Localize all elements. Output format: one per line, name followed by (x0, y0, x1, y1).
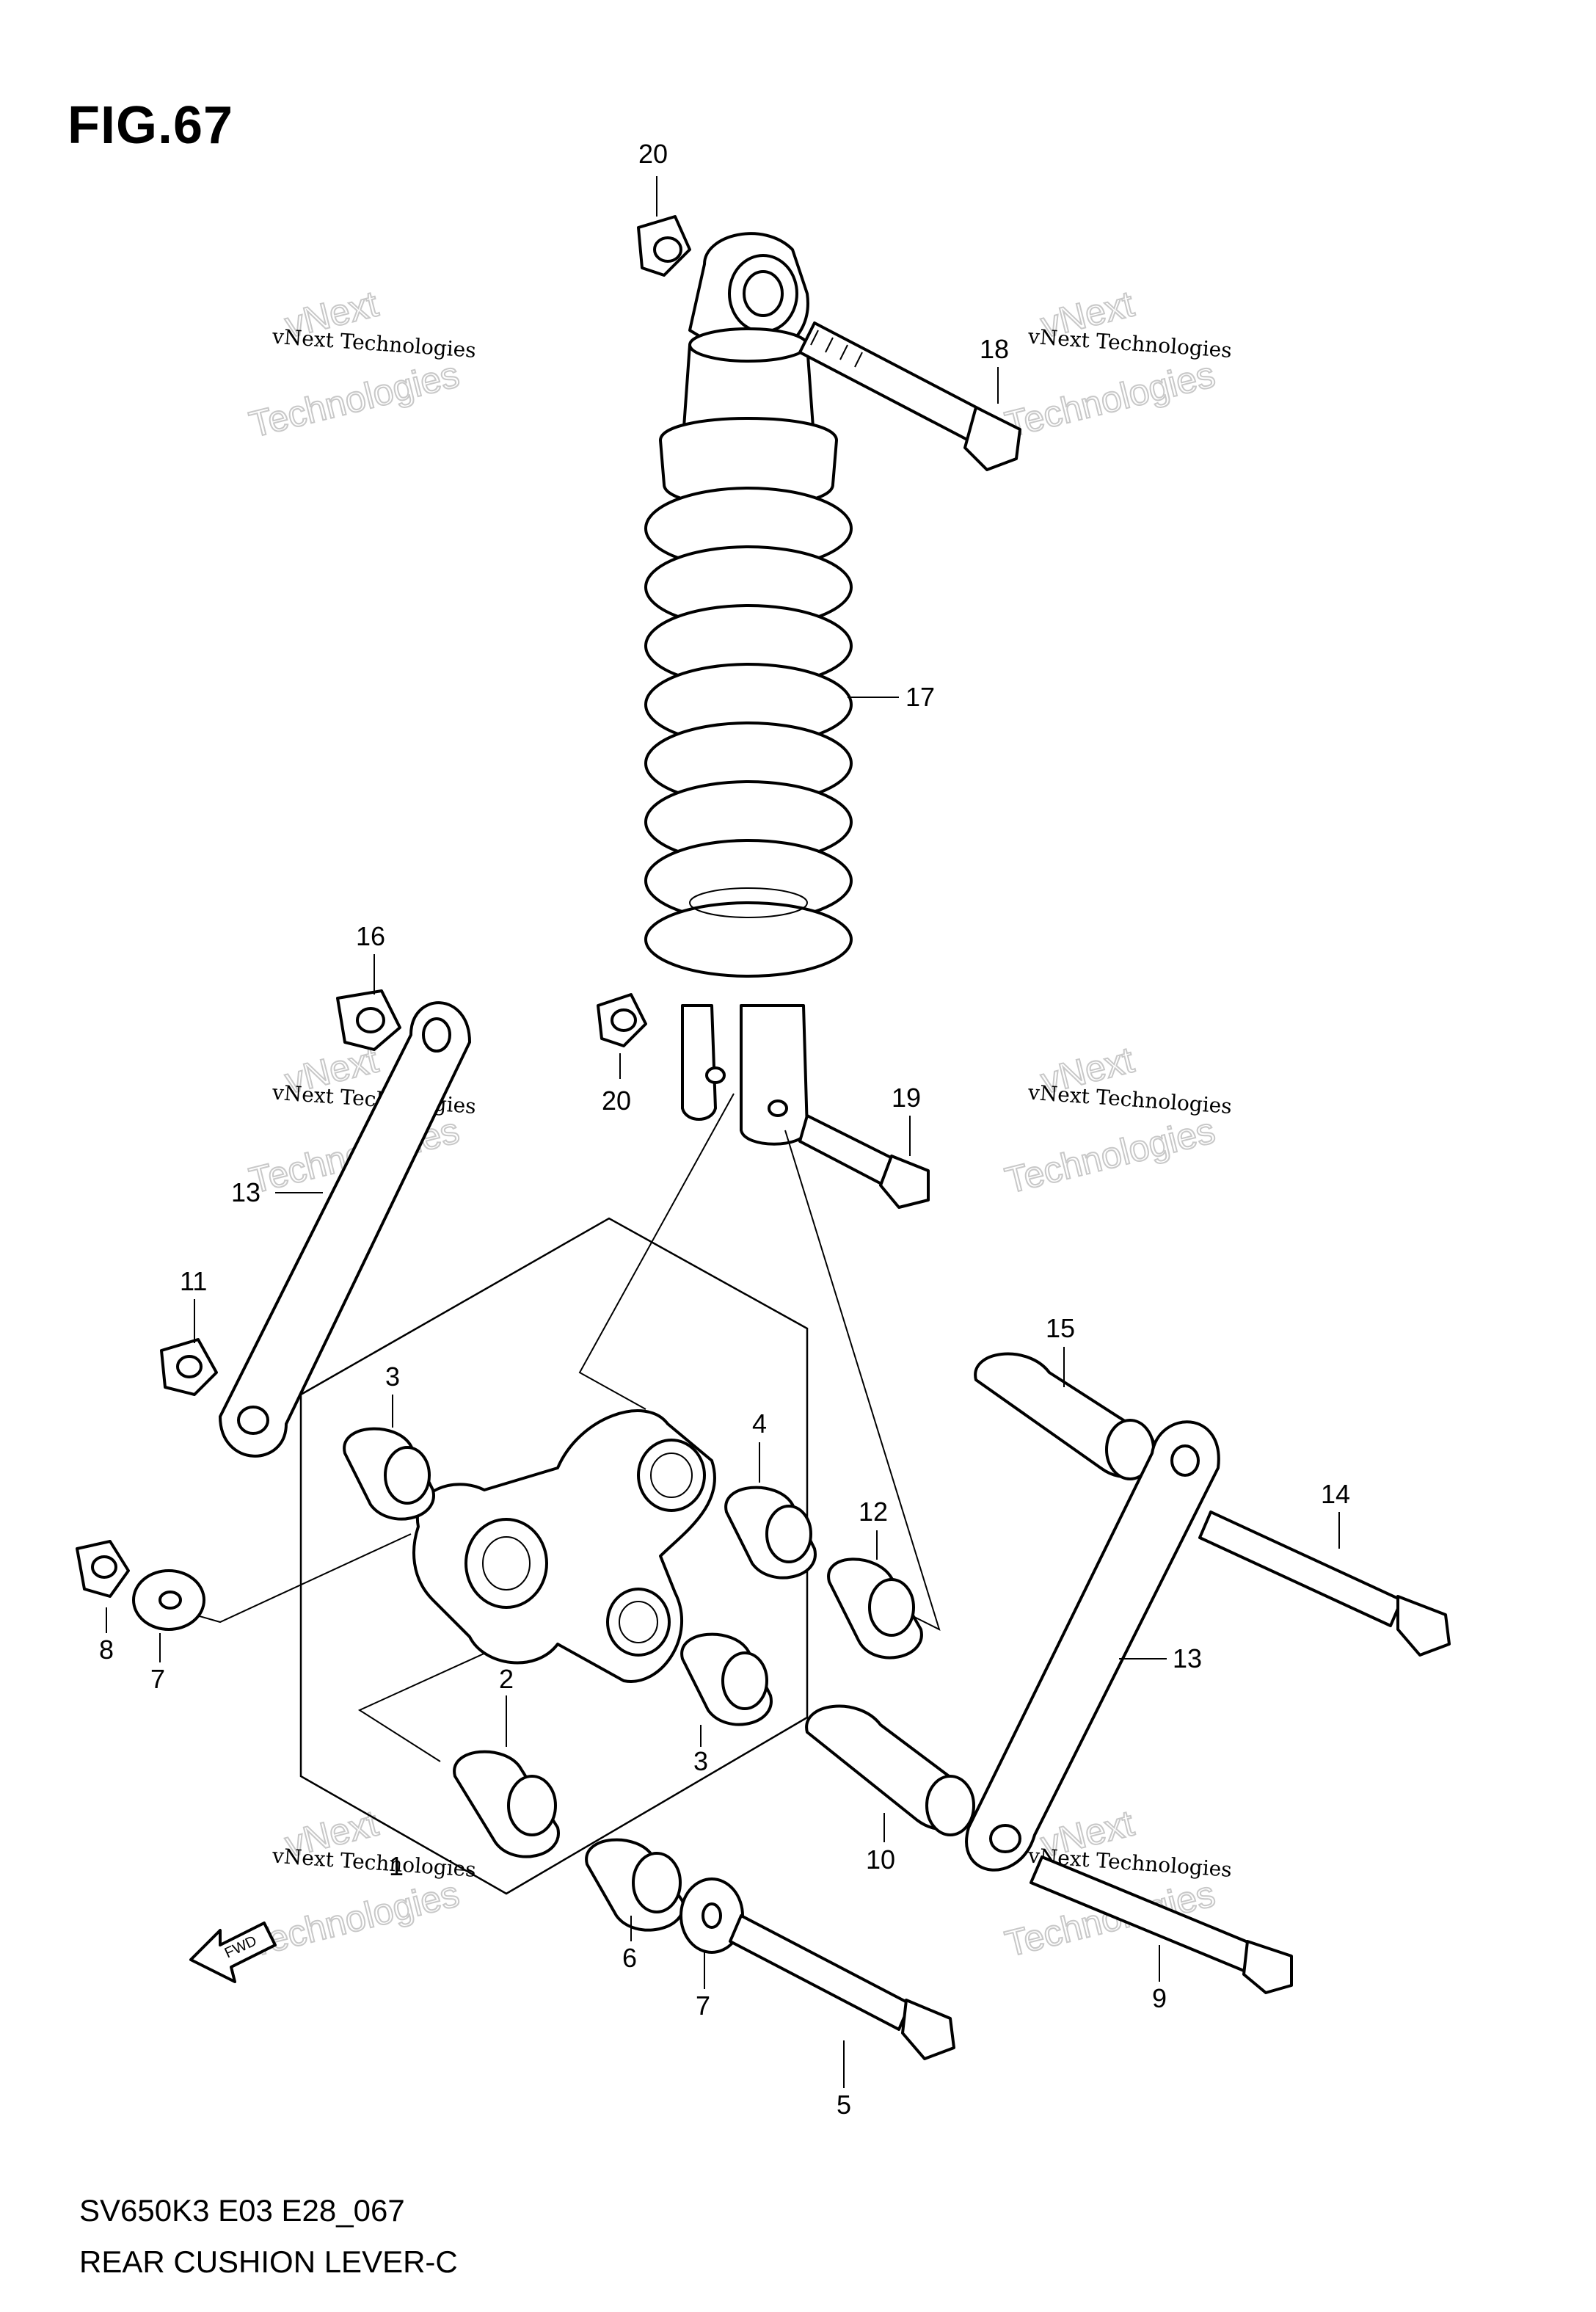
spacer-10 (805, 1704, 975, 1836)
collar-6 (585, 1838, 685, 1932)
watermark-1: vNext Technologies vNext Technologies (244, 283, 477, 446)
callout-7-left: 7 (150, 1664, 165, 1694)
watermark-text: vNext Technologies (1027, 1080, 1233, 1119)
washer-left (132, 1569, 205, 1631)
right-link-rod (965, 1420, 1220, 1872)
lever-bore-top (637, 1439, 706, 1512)
callout-8: 8 (99, 1635, 114, 1665)
watermark-company: Technologies (245, 1873, 463, 1965)
bolt-9 (1030, 1855, 1293, 1994)
callout-13-right: 13 (1173, 1643, 1202, 1673)
callout-12: 12 (859, 1497, 888, 1527)
link-nut-top (336, 989, 401, 1051)
watermark-company: Technologies (245, 354, 463, 446)
needle-bearing-3-top (343, 1427, 435, 1521)
link-nut-bottom (160, 1338, 218, 1396)
link-body (219, 1001, 471, 1458)
top-bolt (798, 321, 1021, 471)
figure-name: REAR CUSHION LEVER-C (79, 2244, 458, 2279)
figure-title: FIG.67 (68, 96, 234, 155)
callout-10: 10 (866, 1844, 895, 1875)
callout-4: 4 (752, 1408, 767, 1439)
watermark-2: vNext Technologies vNext Technologies (1000, 283, 1233, 446)
coil-spring (644, 487, 853, 978)
callout-9: 9 (1152, 1983, 1167, 2013)
callout-16: 16 (356, 921, 385, 951)
callout-leaders (106, 176, 1340, 2088)
bolt-5 (729, 1914, 955, 2060)
watermark-company: Technologies (1001, 354, 1219, 446)
lever-bore-front (464, 1518, 548, 1609)
callout-11: 11 (180, 1266, 207, 1296)
watermark-text: vNext Technologies (1027, 324, 1233, 363)
needle-bearing-2 (453, 1750, 560, 1858)
rear-shock-absorber (644, 232, 853, 1146)
bolt-head (879, 1155, 930, 1209)
callout-1: 1 (389, 1851, 404, 1881)
clevis-left (681, 1004, 717, 1121)
callout-3-bottom: 3 (693, 1746, 708, 1776)
callout-6: 6 (622, 1943, 637, 1973)
callout-13-left: 13 (231, 1177, 260, 1207)
watermark-4: vNext Technologies vNext Technologies (1000, 1039, 1233, 1202)
bolt-shank (798, 321, 985, 442)
callout-19: 19 (892, 1083, 921, 1113)
spacer-15 (974, 1352, 1157, 1480)
cushion-lever (412, 1409, 716, 1683)
bolt-head (963, 406, 1021, 471)
watermark-5: vNext Technologies vNext Technologies (244, 1802, 477, 1966)
callout-15: 15 (1046, 1313, 1075, 1343)
left-link-rod (219, 1001, 471, 1458)
callout-18: 18 (980, 334, 1009, 364)
watermark-company: Technologies (1001, 1110, 1219, 1202)
forward-arrow-icon: FWD (189, 1922, 277, 1983)
nut-left (76, 1540, 130, 1598)
bolt-shank (798, 1114, 897, 1187)
lever-bore-bottom (606, 1588, 671, 1657)
callout-17: 17 (906, 682, 935, 712)
callout-2: 2 (499, 1664, 514, 1694)
needle-bearing-3-bottom (680, 1632, 773, 1726)
clevis-right (740, 1004, 809, 1146)
top-nut (637, 215, 691, 277)
callout-3-top: 3 (385, 1362, 400, 1392)
callout-numbers: 20 18 17 16 20 19 13 11 15 3 4 12 14 8 7… (99, 139, 1350, 2120)
leader-lines (168, 1093, 941, 1762)
figure-code: SV650K3 E03 E28_067 (79, 2193, 405, 2228)
callout-20-bottom: 20 (602, 1086, 631, 1116)
callout-5: 5 (837, 2090, 851, 2120)
callout-7-bottom: 7 (696, 1991, 710, 2021)
link-body (965, 1420, 1220, 1872)
watermark-text: vNext Technologies (271, 324, 477, 363)
needle-bearing-4 (724, 1486, 817, 1579)
assembly-group-outline (299, 1217, 809, 1895)
shock-body-top (688, 327, 809, 363)
collar-12 (827, 1557, 923, 1660)
shock-top-bore (743, 270, 784, 317)
washer-bottom (679, 1877, 744, 1954)
callout-14: 14 (1321, 1479, 1350, 1509)
bolt-14 (1198, 1511, 1451, 1657)
lower-nut (597, 993, 647, 1047)
callout-20-top: 20 (638, 139, 668, 169)
watermark-text: vNext Technologies (271, 1844, 477, 1882)
lower-shock-bolt (798, 1114, 930, 1209)
